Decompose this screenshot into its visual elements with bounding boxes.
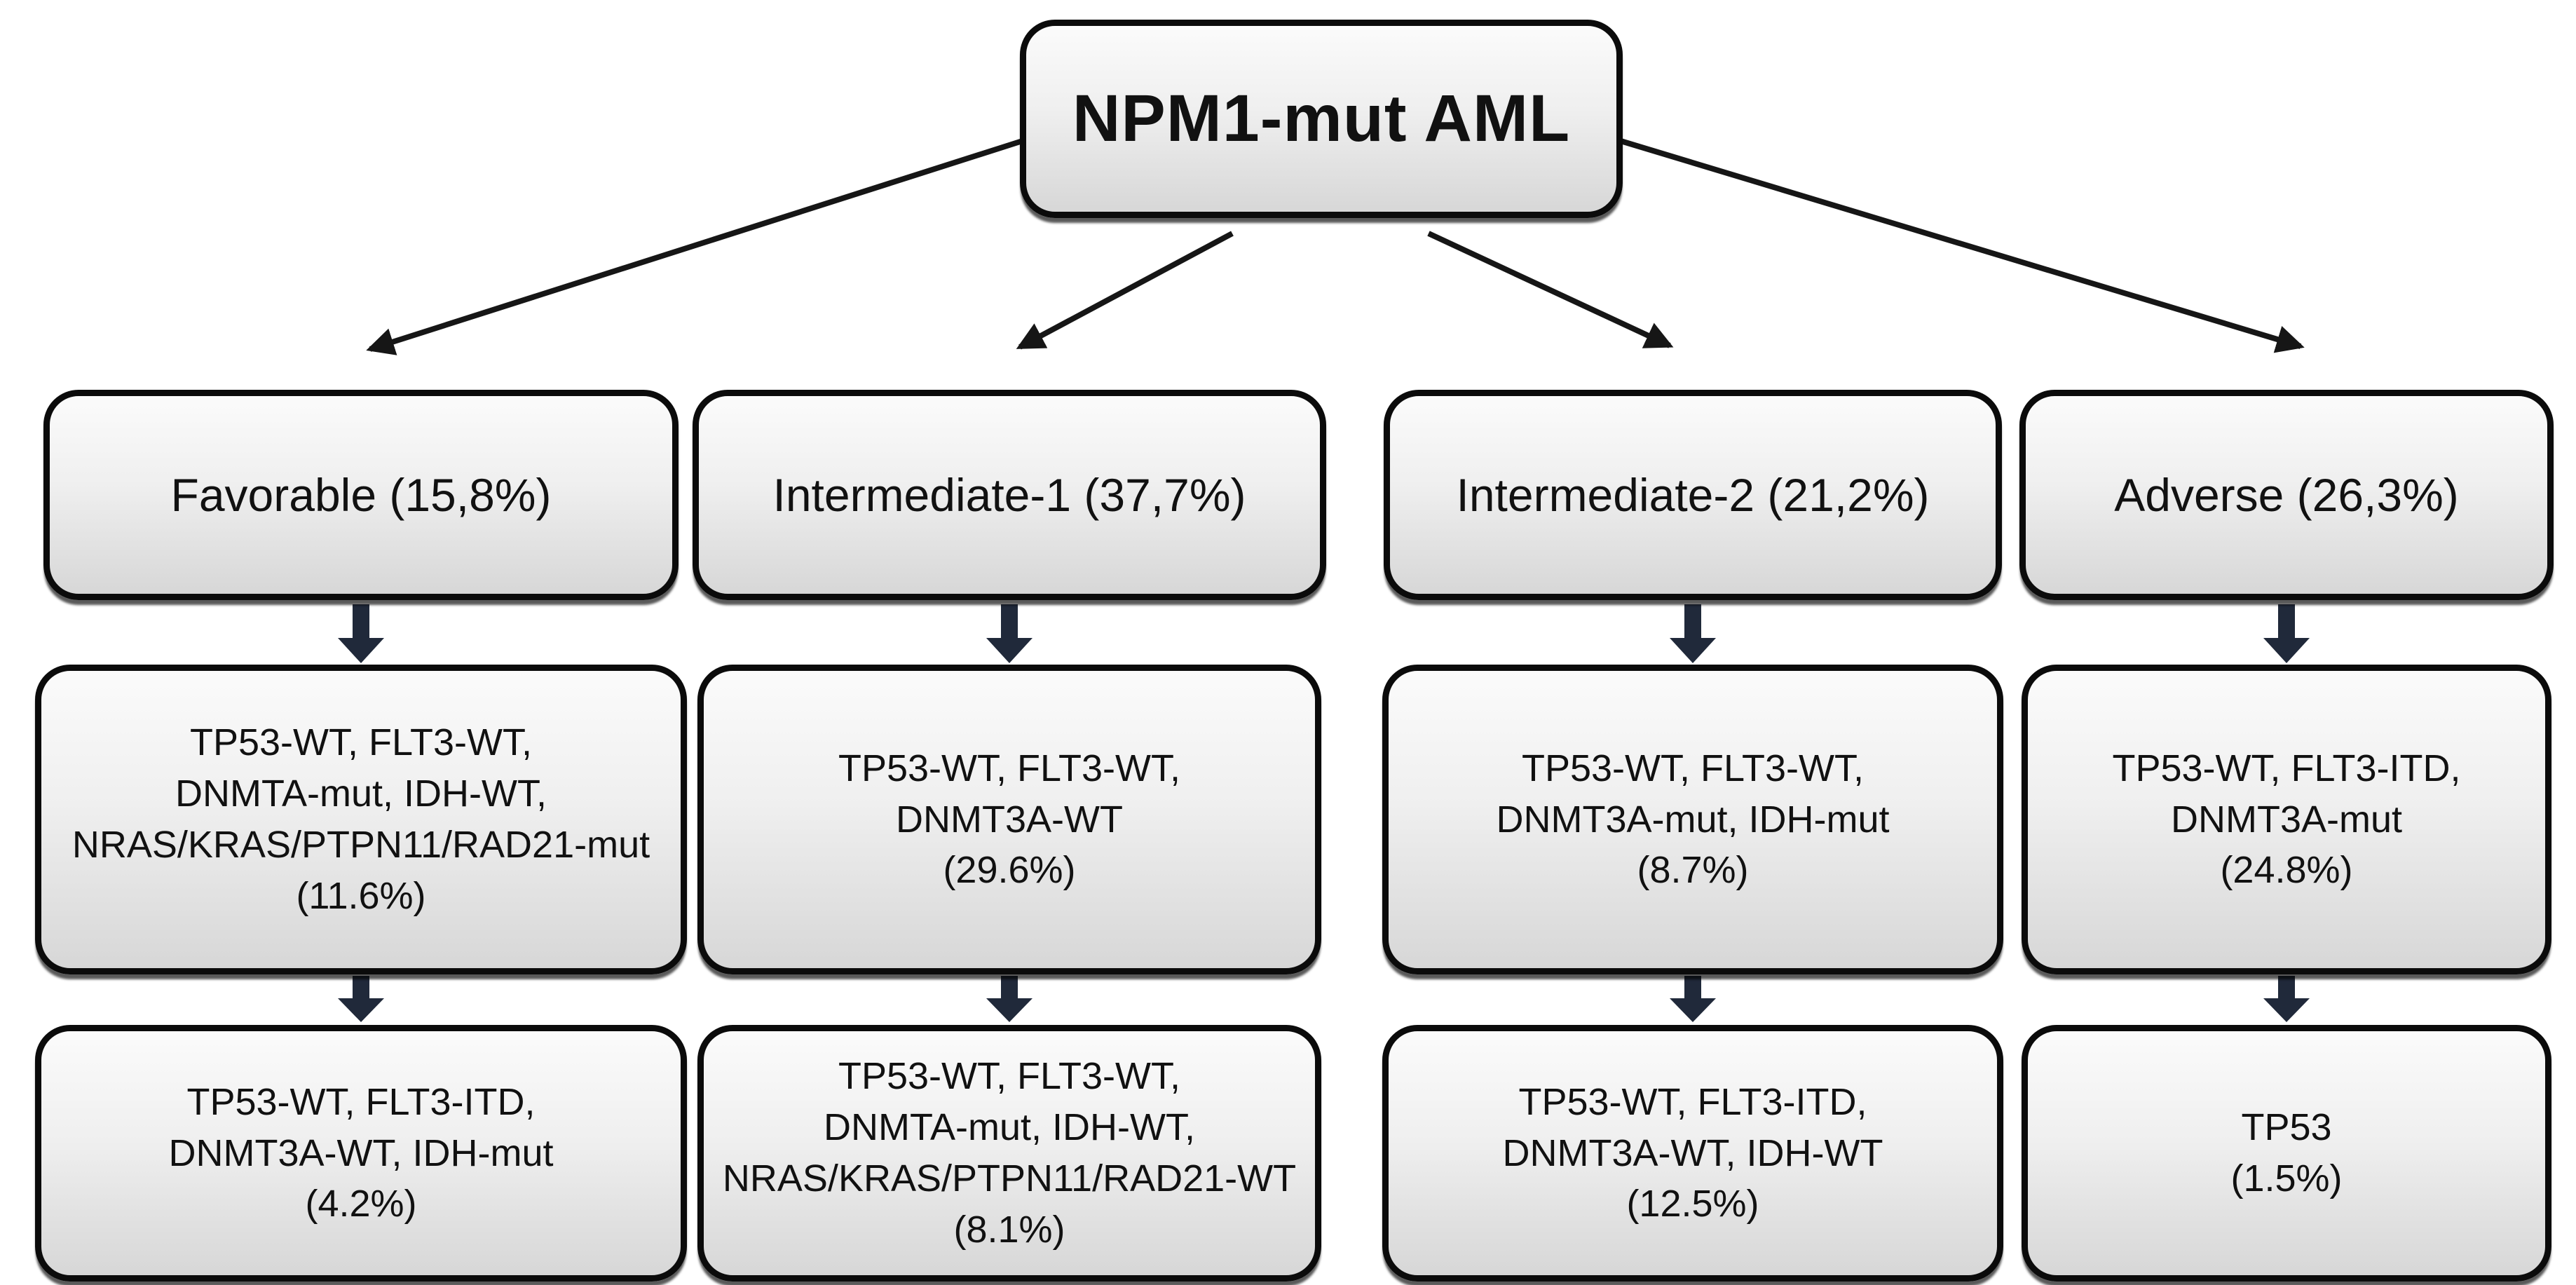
subgroup-node-adverse-2: TP53 (1.5%): [2022, 1025, 2551, 1281]
down-arrow-intermediate-1-2: [986, 976, 1033, 1022]
down-arrow-favorable-1: [338, 604, 384, 663]
subgroup-node-adverse-1: TP53-WT, FLT3-ITD, DNMT3A-mut (24.8%): [2022, 665, 2551, 974]
subgroup-node-favorable-1: TP53-WT, FLT3-WT, DNMTA-mut, IDH-WT, NRA…: [35, 665, 687, 974]
diagonal-arrow-to-intermediate-2: [1427, 231, 1674, 348]
subgroup-node-intermediate-2-1: TP53-WT, FLT3-WT, DNMT3A-mut, IDH-mut (8…: [1382, 665, 2003, 974]
down-arrow-intermediate-2-1: [1670, 604, 1716, 663]
down-arrow-adverse-1: [2263, 604, 2310, 663]
subgroup-node-intermediate-1-1: TP53-WT, FLT3-WT, DNMT3A-WT (29.6%): [697, 665, 1321, 974]
subgroup-node-intermediate-1-2: TP53-WT, FLT3-WT, DNMTA-mut, IDH-WT, NRA…: [697, 1025, 1321, 1281]
category-node-adverse: Adverse (26,3%): [2019, 390, 2554, 600]
category-node-intermediate-1: Intermediate-1 (37,7%): [693, 390, 1326, 600]
diagonal-arrow-to-adverse: [1612, 136, 2305, 353]
category-node-favorable: Favorable (15,8%): [43, 390, 679, 600]
category-node-intermediate-2: Intermediate-2 (21,2%): [1384, 390, 2002, 600]
subgroup-node-favorable-2: TP53-WT, FLT3-ITD, DNMT3A-WT, IDH-mut (4…: [35, 1025, 687, 1281]
down-arrow-intermediate-2-2: [1670, 976, 1716, 1022]
down-arrow-favorable-2: [338, 976, 384, 1022]
diagonal-arrow-to-intermediate-1: [1016, 231, 1234, 350]
root-node: NPM1-mut AML: [1020, 20, 1623, 218]
down-arrow-adverse-2: [2263, 976, 2310, 1022]
down-arrow-intermediate-1-1: [986, 604, 1033, 663]
subgroup-node-intermediate-2-2: TP53-WT, FLT3-ITD, DNMT3A-WT, IDH-WT (12…: [1382, 1025, 2003, 1281]
diagonal-arrow-to-favorable: [366, 136, 1030, 355]
